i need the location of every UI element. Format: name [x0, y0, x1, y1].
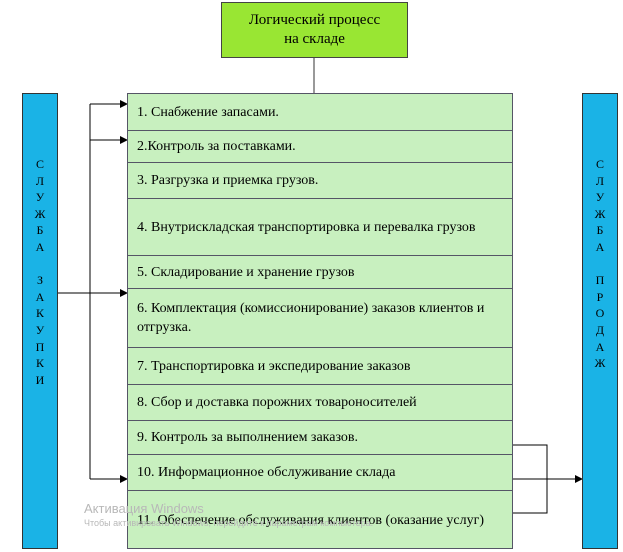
- process-title-box: Логический процесс на складе: [221, 2, 408, 58]
- process-step-8: 8. Сбор и доставка порожних товароносите…: [128, 384, 512, 420]
- procurement-service-letter: Ж: [34, 206, 46, 221]
- process-step-9: 9. Контроль за выполнением заказов.: [128, 420, 512, 454]
- procurement-service-letter: З: [36, 273, 43, 288]
- sales-service-letter: Ж: [594, 206, 606, 221]
- sales-service-letter: Л: [595, 173, 605, 188]
- process-step-1: 1. Снабжение запасами.: [137, 104, 279, 120]
- sales-service-letter: Б: [596, 223, 604, 238]
- procurement-service-letter: К: [35, 306, 44, 321]
- sales-service-letter: У: [595, 190, 605, 205]
- process-step-5: 5. Складирование и хранение грузов: [128, 255, 512, 288]
- process-step-4: 4. Внутрискладская транспортировка и пер…: [128, 198, 512, 255]
- sales-service-letter: А: [595, 239, 605, 254]
- procurement-service-letter: К: [35, 356, 44, 371]
- process-step-10: 10. Информационное обслуживание склада: [128, 454, 512, 490]
- sales-service-letter: Р: [596, 289, 604, 304]
- procurement-service-letter: У: [35, 322, 45, 337]
- process-step-11: 11. Обеспечение обслуживания клиентов (о…: [128, 490, 512, 550]
- procurement-service-letter: Л: [35, 173, 45, 188]
- process-step-7: 7. Транспортировка и экспедирование зака…: [128, 347, 512, 384]
- process-steps-box: 1. Снабжение запасами. 2.Контроль за пост…: [127, 93, 513, 549]
- sales-service-letter: Ж: [594, 356, 606, 371]
- procurement-service-letter: С: [35, 157, 44, 171]
- sales-service-letter: Д: [595, 322, 605, 337]
- sales-service-letter: А: [595, 339, 605, 354]
- process-step-6: 6. Комплектация (комиссионирование) зака…: [128, 288, 512, 347]
- procurement-service-letter: У: [35, 190, 45, 205]
- procurement-service-letter: А: [35, 289, 45, 304]
- sales-service-letter: С: [595, 157, 604, 171]
- procurement-service-letter: П: [35, 339, 45, 354]
- sales-service-letter: О: [595, 306, 605, 321]
- process-step-2: 2.Контроль за поставками.: [128, 130, 512, 162]
- procurement-service-letter: А: [35, 239, 45, 254]
- process-step-3: 3. Разгрузка и приемка грузов.: [128, 162, 512, 198]
- sales-service-letter: П: [595, 273, 605, 288]
- procurement-service-letter: Б: [36, 223, 44, 238]
- procurement-service-letter: И: [35, 372, 45, 387]
